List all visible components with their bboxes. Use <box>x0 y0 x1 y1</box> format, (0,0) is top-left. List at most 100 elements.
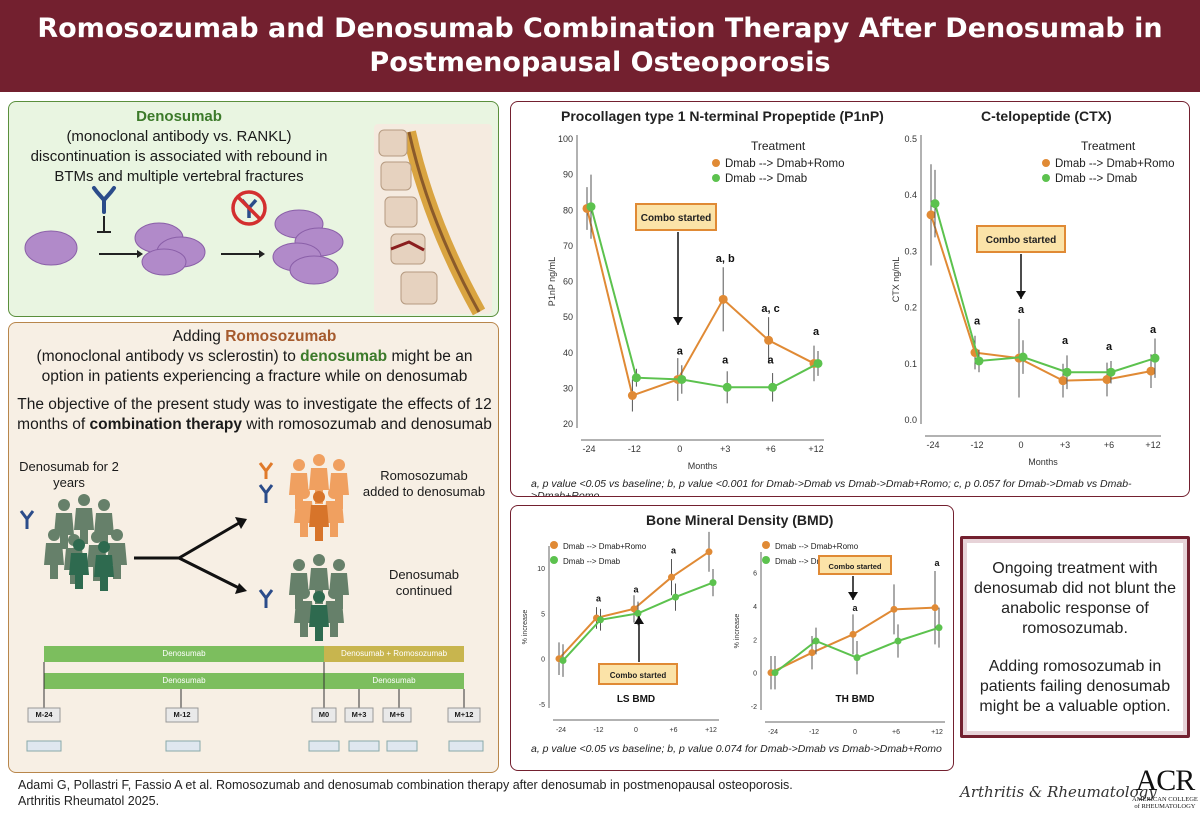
combination-therapy-label: combination therapy <box>89 416 242 433</box>
acr-logo-text: ACR <box>1135 764 1196 797</box>
data-point <box>709 579 717 587</box>
timepoint-label: M+6 <box>389 710 405 719</box>
y-tick-label: 0.0 <box>904 415 917 425</box>
page-header: Romosozumab and Denosumab Combination Th… <box>0 0 1200 92</box>
denosumab-line2: discontinuation is associated with rebou… <box>30 148 328 165</box>
data-point <box>813 358 823 368</box>
x-axis-label: Months <box>688 461 718 471</box>
y-tick-label: 2 <box>753 637 757 644</box>
x-tick-label: 0 <box>1018 440 1023 450</box>
significance-label: a <box>1106 341 1113 353</box>
osteoclast-cell-icon <box>24 209 344 285</box>
combo-arrow-head <box>634 616 644 624</box>
legend-title: Treatment <box>1081 139 1136 153</box>
conclusion-paragraph-1: Ongoing treatment with denosumab did not… <box>974 560 1176 637</box>
data-point <box>1018 352 1028 362</box>
legend-marker <box>1042 159 1050 167</box>
data-point <box>1102 375 1112 385</box>
study-design-panel: Adding Romosozumab (monoclonal antibody … <box>8 322 499 773</box>
timeline-bar1-left-label: Denosumab <box>162 649 206 658</box>
x-tick-label: -24 <box>926 440 939 450</box>
combo-arrow-head <box>673 317 683 325</box>
group-top-label: Romosozumab added to denosumab <box>354 468 494 500</box>
significance-label: a, b <box>716 253 735 265</box>
combo-started-label: Combo started <box>610 671 667 680</box>
data-point <box>1150 353 1160 363</box>
data-point <box>935 624 943 632</box>
legend-marker <box>550 541 558 549</box>
significance-label: a <box>596 594 602 604</box>
citation: Adami G, Pollastri F, Fassio A et al. Ro… <box>18 777 793 809</box>
y-tick-label: -2 <box>751 704 757 711</box>
group-top-line2: added to denosumab <box>362 484 486 499</box>
panel-subtitle: TH BMD <box>836 694 875 705</box>
ctx-chart-title: C-telopeptide (CTX) <box>981 108 1112 124</box>
x-tick-label: -12 <box>809 729 819 736</box>
legend-entry: Dmab --> Dmab <box>775 557 833 566</box>
data-point <box>764 335 774 345</box>
y-axis-label: CTX ng/mL <box>891 257 901 303</box>
timepoint-label: M+12 <box>454 710 474 719</box>
branch-arrow-icon <box>134 521 240 590</box>
y-tick-label: 30 <box>563 383 573 393</box>
combo-started-label: Combo started <box>986 235 1057 246</box>
bmd-chart-title: Bone Mineral Density (BMD) <box>646 512 834 528</box>
antibody-icon <box>19 484 274 608</box>
study-intro-text: Adding Romosozumab (monoclonal antibody … <box>9 327 498 387</box>
legend-entry: Dmab --> Dmab <box>1055 173 1137 185</box>
study-intro-line2a: (monoclonal antibody vs sclerostin) to <box>36 348 301 365</box>
page-title-line2: Postmenopausal Osteoporosis <box>369 47 831 78</box>
combo-started-box <box>976 225 1066 253</box>
data-point <box>812 637 820 645</box>
timeline-bar-combo <box>324 646 464 662</box>
group-left-line1: Denosumab for 2 <box>19 459 119 474</box>
timeline-bar-dmab-continued <box>44 673 464 689</box>
study-objective-text: The objective of the present study was t… <box>9 395 498 435</box>
y-tick-label: 0.1 <box>904 359 917 369</box>
data-point <box>672 593 679 601</box>
timeline-bar-dmab <box>44 646 324 662</box>
y-tick-label: 6 <box>753 571 757 578</box>
y-tick-label: 90 <box>563 170 573 180</box>
x-tick-label: +3 <box>720 444 730 454</box>
significance-label: a <box>852 603 858 613</box>
romosozumab-label: Romosozumab <box>225 328 337 345</box>
objective-text-c: with romosozumab and denosumab <box>241 416 492 433</box>
significance-label: a, c <box>761 303 779 315</box>
group-top-line1: Romosozumab <box>380 468 468 483</box>
y-tick-label: 10 <box>537 566 545 573</box>
panel-subtitle: LS BMD <box>617 694 655 705</box>
y-tick-label: 0 <box>541 657 545 664</box>
significance-label: a <box>677 346 684 358</box>
x-tick-label: +6 <box>765 444 775 454</box>
x-tick-label: +12 <box>705 727 717 734</box>
combo-started-label: Combo started <box>641 213 712 224</box>
legend-marker <box>762 541 770 549</box>
adding-label: Adding <box>172 328 226 345</box>
data-point <box>597 616 604 624</box>
blood-test-icon <box>26 740 484 752</box>
conclusion-panel: Ongoing treatment with denosumab did not… <box>960 536 1190 738</box>
y-axis-label: P1nP ng/mL <box>547 257 557 306</box>
data-point <box>808 649 816 657</box>
data-point <box>1062 367 1072 377</box>
y-tick-label: 5 <box>541 611 545 618</box>
y-tick-label: -5 <box>539 702 545 709</box>
y-tick-label: 50 <box>563 312 573 322</box>
timeline-bar1-right-label: Denosumab + Romosozumab <box>340 649 448 658</box>
y-tick-label: 40 <box>563 348 573 358</box>
timepoint-label: M-24 <box>35 710 53 719</box>
timeline-bar2-left-label: Denosumab <box>162 676 206 685</box>
acr-logo-sub1: AMERICAN COLLEGE <box>1132 796 1198 803</box>
denosumab-heading: Denosumab <box>136 108 222 125</box>
data-point <box>1146 366 1156 376</box>
data-point <box>926 210 936 220</box>
y-tick-label: 0.3 <box>904 246 917 256</box>
y-tick-label: 20 <box>563 419 573 429</box>
conclusion-paragraph-2: Adding romosozumab in patients failing d… <box>979 658 1171 715</box>
combo-arrow-head <box>1016 291 1026 299</box>
study-intro-line3: option in patients experiencing a fractu… <box>41 368 468 385</box>
y-tick-label: 0.4 <box>904 190 917 200</box>
x-tick-label: -12 <box>593 727 603 734</box>
